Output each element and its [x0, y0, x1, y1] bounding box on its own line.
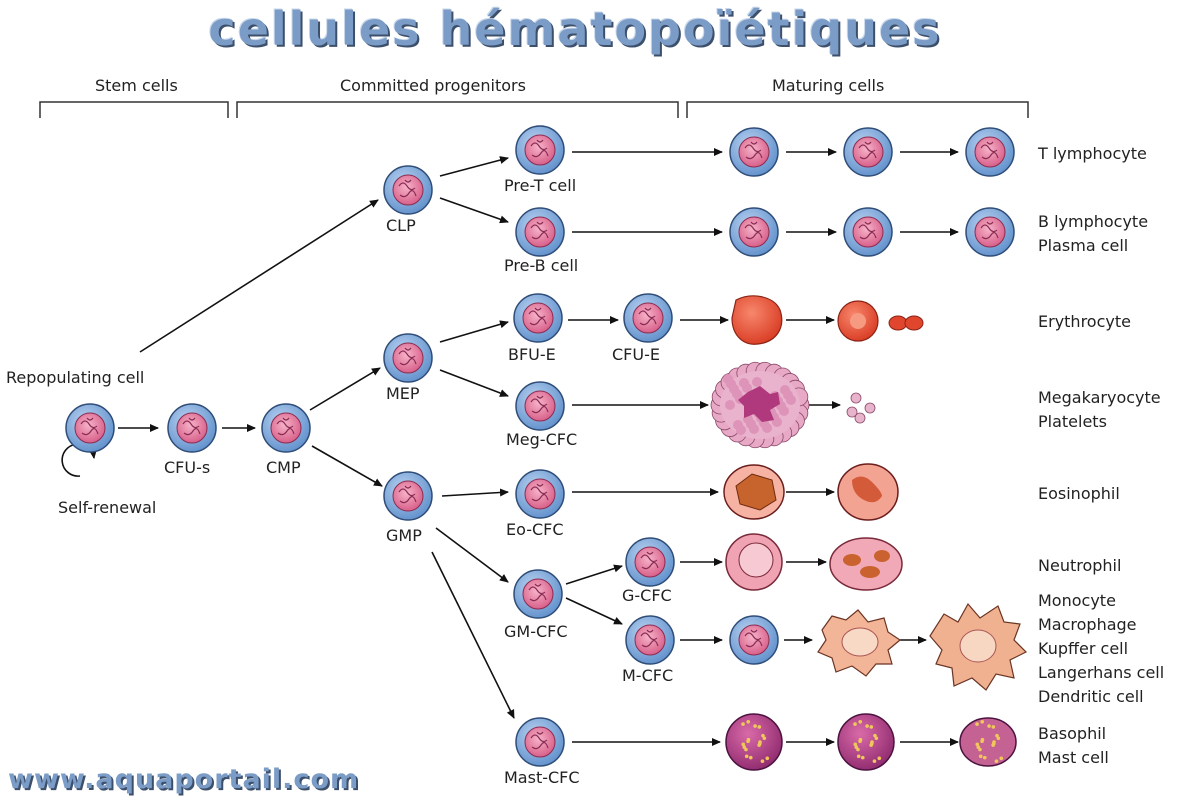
cell-clp	[383, 165, 433, 215]
outcome-neu: Neutrophil	[1038, 554, 1121, 578]
stage-label-stem: Stem cells	[95, 76, 178, 95]
cell-gmp	[383, 471, 433, 521]
megakaryocyte	[710, 361, 876, 449]
label-mast-cfc: Mast-CFC	[504, 768, 580, 787]
label-meg-cfc: Meg-CFC	[506, 430, 578, 449]
outcome-ery: Erythrocyte	[1038, 310, 1131, 334]
label-gmp: GMP	[386, 526, 422, 545]
outcome-b-1: B lymphocyte	[1038, 212, 1149, 231]
cell-b-2	[843, 207, 893, 257]
erythroid-cells	[731, 295, 924, 345]
eosinophil-cells	[723, 463, 899, 521]
outcome-baso-2: Mast cell	[1038, 748, 1109, 767]
outcome-mono-3: Kupffer cell	[1038, 639, 1129, 658]
label-cmp: CMP	[266, 458, 301, 477]
cell-cfu-s	[167, 403, 217, 453]
cell-cmp	[261, 403, 311, 453]
label-mep: MEP	[386, 384, 420, 403]
outcome-b-2: Plasma cell	[1038, 236, 1129, 255]
cell-cfu-e	[623, 293, 673, 343]
cell-t-3	[965, 127, 1015, 177]
progenitor-cells	[65, 125, 675, 767]
cell-repopulating	[65, 403, 115, 453]
outcome-t-1: T lymphocyte	[1038, 144, 1147, 163]
label-repopulating: Repopulating cell	[6, 368, 145, 387]
label-cfu-s: CFU-s	[164, 458, 211, 477]
cell-t-2	[843, 127, 893, 177]
cell-b-1	[729, 207, 779, 257]
cell-pre-b	[515, 207, 565, 257]
cell-mast-cfc	[515, 717, 565, 767]
stage-label-committed: Committed progenitors	[340, 76, 526, 95]
cell-g-cfc	[625, 537, 675, 587]
label-m-cfc: M-CFC	[622, 666, 674, 685]
outcome-ery-1: Erythrocyte	[1038, 312, 1131, 331]
label-pre-b: Pre-B cell	[504, 256, 579, 275]
label-clp: CLP	[386, 216, 416, 235]
cell-gm-cfc	[513, 569, 563, 619]
outcome-t: T lymphocyte	[1038, 142, 1147, 166]
basophil-cells	[725, 713, 1017, 771]
stage-label-maturing: Maturing cells	[772, 76, 885, 95]
outcome-baso-1: Basophil	[1038, 724, 1107, 743]
cell-t-1	[729, 127, 779, 177]
label-cfu-e: CFU-E	[612, 345, 660, 364]
outcome-eos: Eosinophil	[1038, 482, 1120, 506]
cell-eo-cfc	[515, 469, 565, 519]
cell-m-cfc	[625, 615, 675, 665]
outcome-mega: Megakaryocyte Platelets	[1038, 386, 1161, 434]
outcome-mono-2: Macrophage	[1038, 615, 1137, 634]
outcome-mega-1: Megakaryocyte	[1038, 388, 1161, 407]
label-pre-t: Pre-T cell	[504, 176, 577, 195]
neutrophil-cells	[725, 533, 903, 591]
label-g-cfc: G-CFC	[622, 586, 672, 605]
outcome-b: B lymphocyte Plasma cell	[1038, 210, 1148, 258]
outcome-mono-5: Dendritic cell	[1038, 687, 1144, 706]
label-bfu-e: BFU-E	[508, 345, 556, 364]
page-title: cellules hématopoïétiques	[208, 2, 942, 56]
outcome-mono-1: Monocyte	[1038, 591, 1116, 610]
outcome-mono-4: Langerhans cell	[1038, 663, 1165, 682]
stage-brackets	[39, 101, 1029, 118]
watermark-link[interactable]: www.aquaportail.com	[8, 764, 360, 795]
cell-b-3	[965, 207, 1015, 257]
outcome-baso: Basophil Mast cell	[1038, 722, 1109, 770]
maturing-cells	[710, 127, 1028, 771]
outcome-mono: Monocyte Macrophage Kupffer cell Langerh…	[1038, 589, 1164, 709]
macrophage-cells	[817, 602, 1028, 691]
cell-monocyte	[729, 615, 779, 665]
cell-mep	[383, 333, 433, 383]
cell-bfu-e	[513, 293, 563, 343]
label-gm-cfc: GM-CFC	[504, 622, 568, 641]
outcome-eos-1: Eosinophil	[1038, 484, 1120, 503]
outcome-neu-1: Neutrophil	[1038, 556, 1122, 575]
cell-meg-cfc	[515, 381, 565, 431]
cell-pre-t	[515, 125, 565, 175]
label-self-renewal: Self-renewal	[58, 498, 157, 517]
label-eo-cfc: Eo-CFC	[506, 520, 564, 539]
outcome-mega-2: Platelets	[1038, 412, 1107, 431]
